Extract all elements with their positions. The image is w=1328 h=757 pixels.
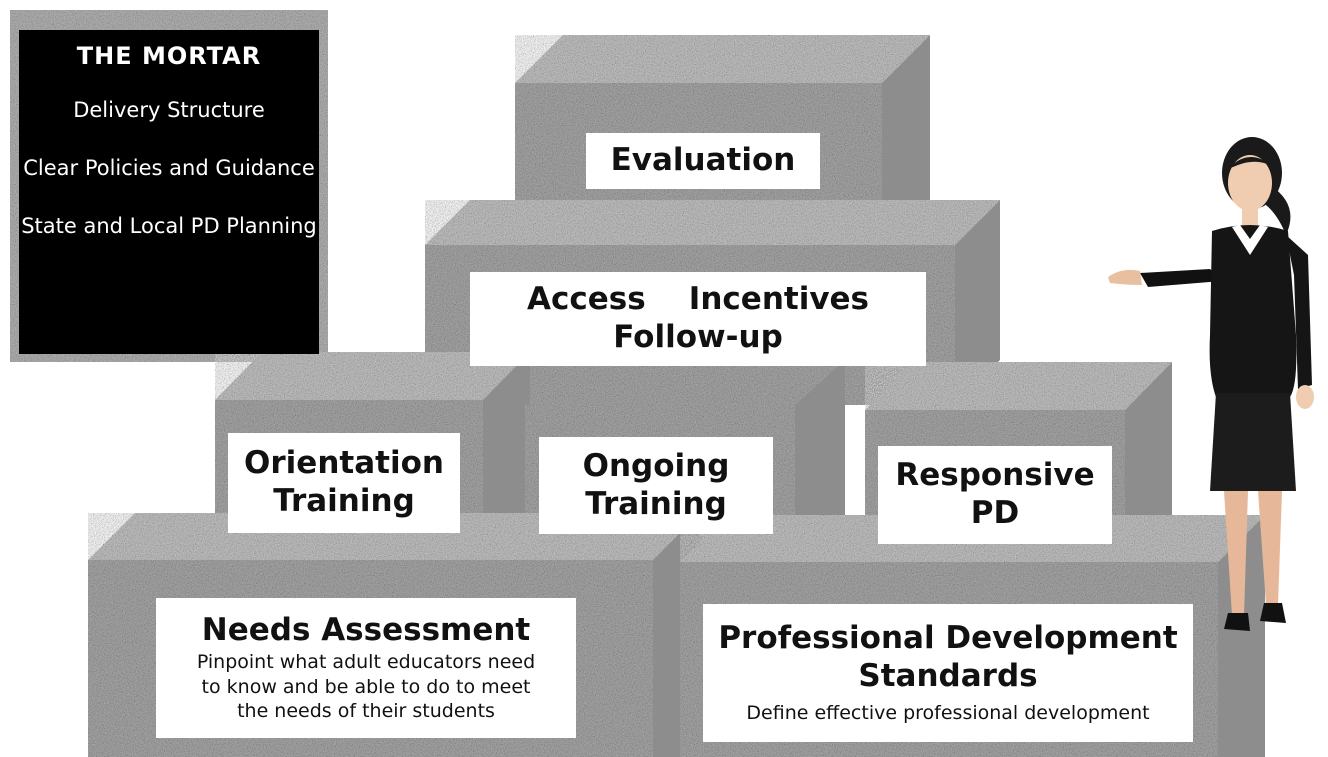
mortar-item-line: Clear Policies and xyxy=(23,156,209,180)
label-orientation-title: Training xyxy=(273,483,415,519)
mortar-item-line: State and Local xyxy=(21,214,185,238)
label-ongoing-title: Ongoing xyxy=(582,447,730,484)
label-evaluation-title: Evaluation xyxy=(610,142,796,179)
label-needs-description: to know and be able to do to meet xyxy=(201,675,531,698)
mortar-item-line: PD Planning xyxy=(190,214,317,238)
label-standards: Professional Development Standards Defin… xyxy=(703,604,1193,742)
label-evaluation: Evaluation xyxy=(586,133,820,189)
label-needs-title: Needs Assessment xyxy=(201,612,531,649)
mortar-item-delivery: Delivery Structure xyxy=(73,96,265,124)
label-responsive: Responsive PD xyxy=(878,446,1112,544)
label-ongoing: Ongoing Training xyxy=(539,437,773,534)
presenter-woman-icon xyxy=(1108,137,1314,631)
label-needs-description: the needs of their students xyxy=(237,700,495,723)
label-orientation: Orientation Training xyxy=(228,433,460,533)
label-responsive-title: Responsive xyxy=(895,457,1095,494)
mortar-title: THE MORTAR xyxy=(76,42,262,70)
label-standards-description: Define effective professional developmen… xyxy=(746,702,1150,725)
label-ongoing-title: Training xyxy=(585,485,727,522)
label-access: Access Incentives Follow-up xyxy=(470,272,926,366)
label-access-title: Access Incentives xyxy=(526,281,870,318)
mortar-panel: THE MORTAR Delivery Structure Clear Poli… xyxy=(19,30,319,354)
mortar-item-planning: State and Local PD Planning xyxy=(21,212,317,240)
mortar-item-line: Delivery Structure xyxy=(73,98,265,122)
label-orientation-title: Orientation xyxy=(244,445,444,482)
label-access-title: Follow-up xyxy=(613,319,783,355)
label-standards-title: Standards xyxy=(858,657,1038,694)
label-needs-description: Pinpoint what adult educators need xyxy=(196,650,536,673)
mortar-item-line: Guidance xyxy=(215,156,315,180)
mortar-item-policies: Clear Policies and Guidance xyxy=(23,154,315,182)
label-responsive-title: PD xyxy=(970,495,1020,531)
label-standards-title: Professional Development xyxy=(718,619,1178,656)
label-needs: Needs Assessment Pinpoint what adult edu… xyxy=(156,598,576,738)
